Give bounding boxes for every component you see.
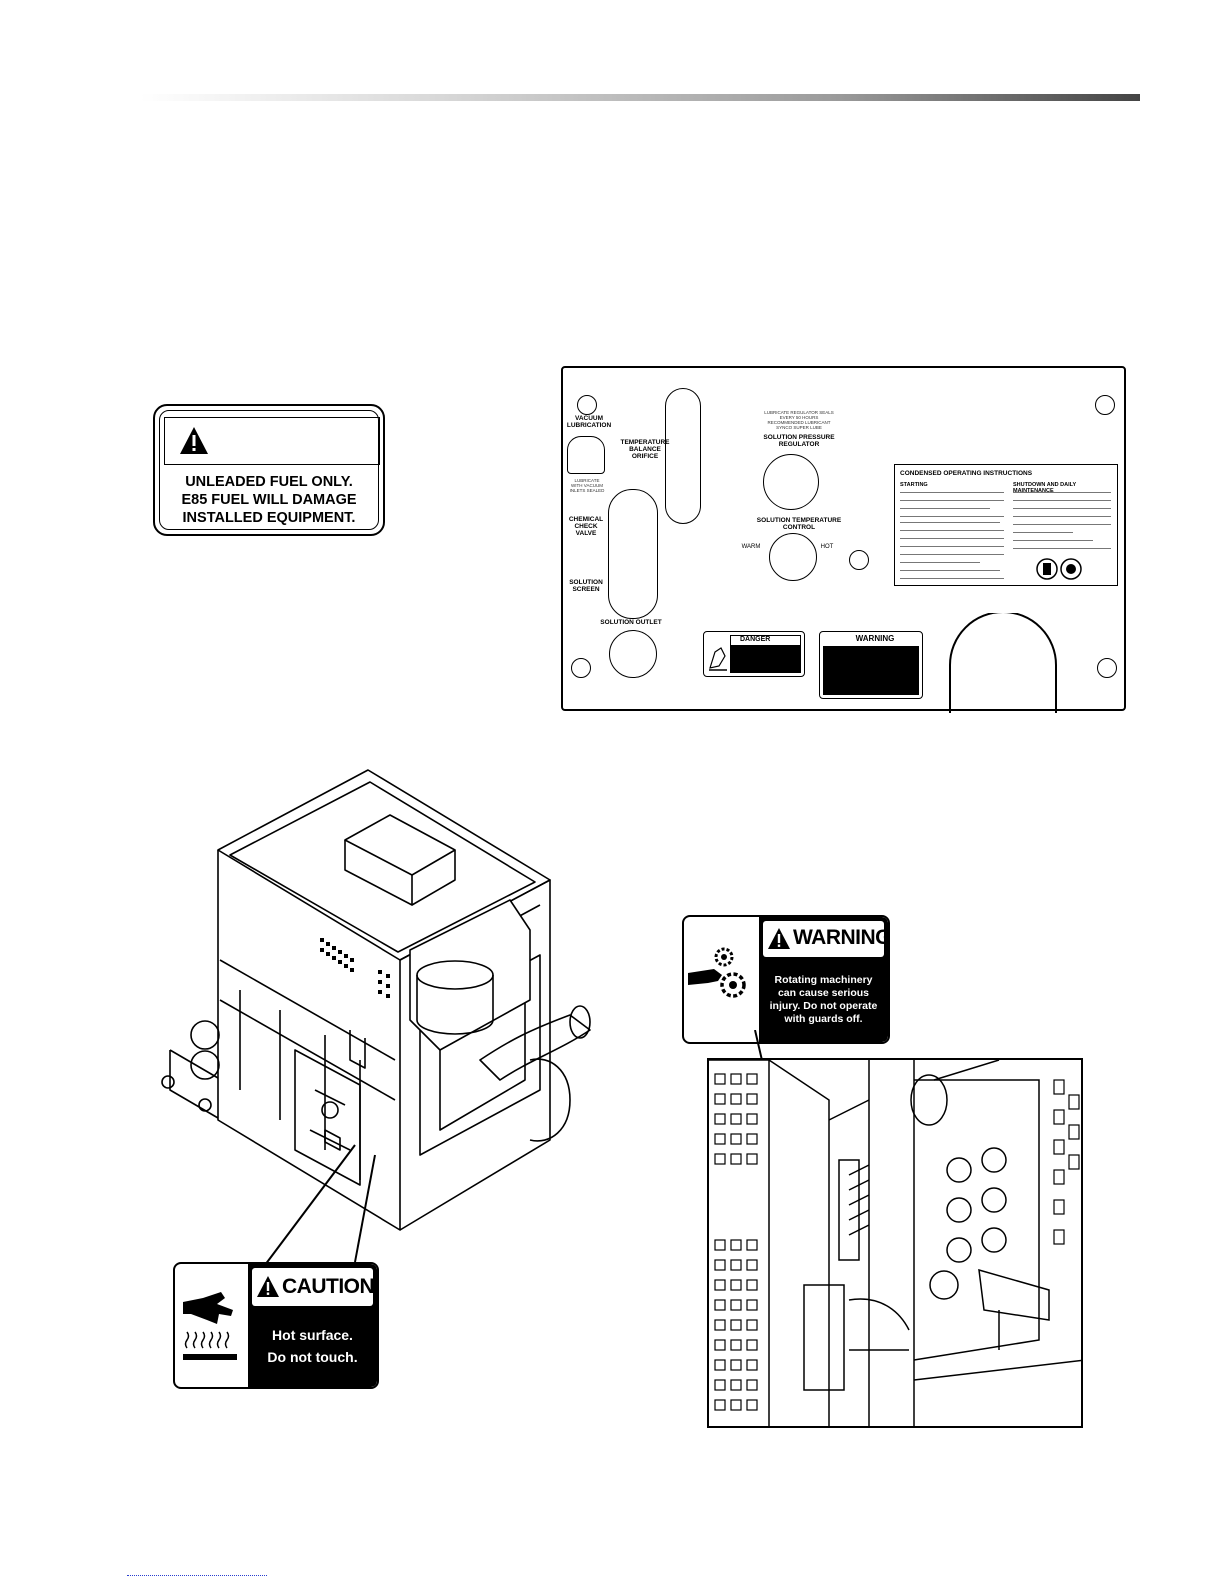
header-rule [140,94,1140,101]
instruction-line [900,554,1004,556]
instruction-line [1013,492,1111,494]
lubricate-vacuum-note: LUBRICATE WITH VACUUM INLETS SEALED [569,478,605,493]
instruction-line [900,508,990,510]
mounting-hole [577,395,597,415]
solution-temperature-control-label: SOLUTION TEMPERATURE CONTROL [756,517,842,531]
instruction-line [1013,548,1111,550]
hot-surface-caution-decal: CAUTION Hot surface. Do not touch. [173,1262,379,1389]
warning-triangle-icon [257,1276,279,1297]
instruction-line [1013,540,1093,542]
instruction-line [900,522,1000,524]
warning-message: Rotating machinery can cause serious inj… [769,974,878,1025]
instruction-line [900,546,1004,548]
instruction-line [900,492,1004,494]
operating-instructions-plate: CONDENSED OPERATING INSTRUCTIONS STARTIN… [894,464,1118,586]
rotating-gears-hand-icon [688,947,746,998]
control-panel-diagram: VACUUM LUBRICATION LUBRICATE WITH VACUUM… [561,366,1126,713]
warning-panel: WARNING Rotating machinery can cause ser… [759,917,888,1042]
mounting-hole [571,658,591,678]
instruction-line [1013,516,1111,518]
danger-label: DANGER [740,636,771,643]
solution-outlet-port [609,630,657,678]
hand-hazard-icon [709,647,727,671]
caution-message: Hot surface. Do not touch. [267,1327,358,1365]
pump-closeup-frame [707,1058,1083,1428]
machine-illustration [161,769,591,1231]
temperature-balance-orifice-label: TEMPERATURE BALANCE ORIFICE [620,439,670,460]
warning-triangle-icon [180,427,208,454]
solution-pressure-regulator-label: SOLUTION PRESSURE REGULATOR [763,434,835,448]
warning-mini-decal: WARNING [819,631,923,699]
instruction-line [900,578,1004,580]
lubricate-regulator-note: LUBRICATE REGULATOR SEALS EVERY 50 HOURS… [764,410,834,430]
instruction-line [900,500,1004,502]
starting-heading: STARTING [900,482,928,488]
caution-title: CAUTION [282,1275,375,1298]
pump-closeup-illustration [709,1060,1081,1426]
instruction-line [900,538,1004,540]
panel-cutout [949,613,1057,713]
chemical-check-valve-label: CHEMICAL CHECK VALVE [568,516,604,537]
temperature-balance-slot [665,388,701,524]
caution-title-box: CAUTION [252,1268,375,1306]
rotating-machinery-warning-decal: WARNING Rotating machinery can cause ser… [682,915,890,1044]
mounting-hole [1097,658,1117,678]
danger-mini-decal: DANGER [703,631,805,677]
fuel-decal-header [164,417,380,465]
warning-title: WARNING [793,926,890,949]
warning-mini-label: WARNING [855,634,895,643]
solution-outlet-label: SOLUTION OUTLET [600,619,662,626]
panel-small-hole [849,550,869,570]
warning-mini-body [823,646,919,695]
temperature-control-knob [769,533,817,581]
instruction-line [900,570,1000,572]
danger-body [730,646,801,673]
pressure-regulator-port [763,454,819,510]
instruction-line [1013,524,1111,526]
fuel-warning-decal: UNLEADED FUEL ONLY. E85 FUEL WILL DAMAGE… [153,404,385,536]
instruction-line [900,530,1004,532]
instructions-title: CONDENSED OPERATING INSTRUCTIONS [900,470,1033,477]
mounting-hole [1095,395,1115,415]
ppe-icons [1036,558,1082,580]
hot-surface-hand-icon [183,1292,237,1360]
fuel-decal-message: UNLEADED FUEL ONLY. E85 FUEL WILL DAMAGE… [181,474,357,526]
shutdown-heading: SHUTDOWN AND DAILY MAINTENANCE [1013,482,1077,494]
warning-title-box: WARNING [763,921,888,957]
fuel-decal-inner-border: UNLEADED FUEL ONLY. E85 FUEL WILL DAMAGE… [159,410,380,530]
instruction-line [1013,532,1073,534]
solution-screen-label: SOLUTION SCREEN [569,579,603,593]
instruction-line [1013,508,1111,510]
instruction-line [900,516,1004,518]
hot-label: HOT [820,544,834,550]
chemical-valve-slot [608,489,658,619]
footer-link-underline [127,1575,267,1576]
vacuum-lubrication-label: VACUUM LUBRICATION [566,415,612,429]
vacuum-lubrication-port [567,436,605,474]
danger-header [730,635,801,646]
warning-triangle-icon [768,928,790,949]
instruction-line [900,562,980,564]
warm-label: WARM [741,544,761,550]
caution-panel: CAUTION Hot surface. Do not touch. [248,1264,377,1387]
instruction-line [1013,500,1111,502]
